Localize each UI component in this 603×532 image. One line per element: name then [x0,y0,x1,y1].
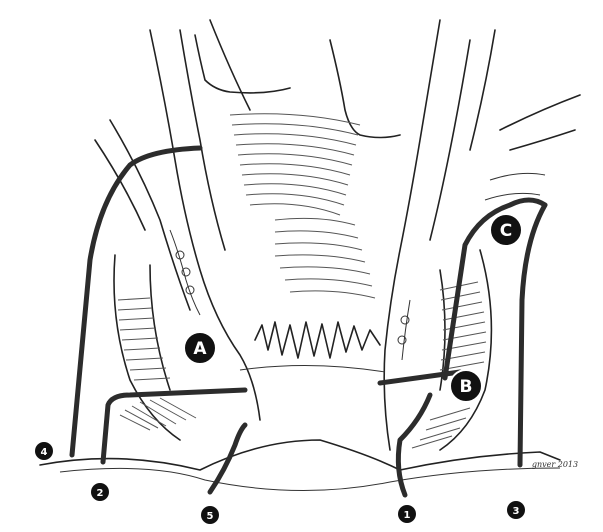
tract-2 [103,390,245,462]
number-marker-3: 3 [507,501,525,519]
number-marker-5: 5 [201,506,219,524]
space-label-c-text: C [500,221,512,241]
space-label-b-text: B [460,377,473,397]
svg-text:3: 3 [513,506,520,517]
skin-surface [40,440,560,491]
mucosal-folds [230,114,375,298]
tract-5 [210,425,245,492]
space-label-b: B [450,370,482,402]
svg-text:2: 2 [97,488,104,499]
space-label-c: C [490,214,522,246]
svg-text:4: 4 [41,447,48,458]
number-marker-2: 2 [91,483,109,501]
space-label-a-text: A [193,339,207,359]
dentate-line [240,322,385,372]
number-marker-1: 1 [398,505,416,523]
svg-text:1: 1 [404,510,411,521]
artist-signature: gnver 2013 [532,460,578,469]
left-sphincter [114,230,200,440]
space-label-a: A [184,332,216,364]
fistula-tracts [72,148,545,495]
number-marker-4: 4 [35,442,53,460]
svg-text:5: 5 [207,511,214,522]
